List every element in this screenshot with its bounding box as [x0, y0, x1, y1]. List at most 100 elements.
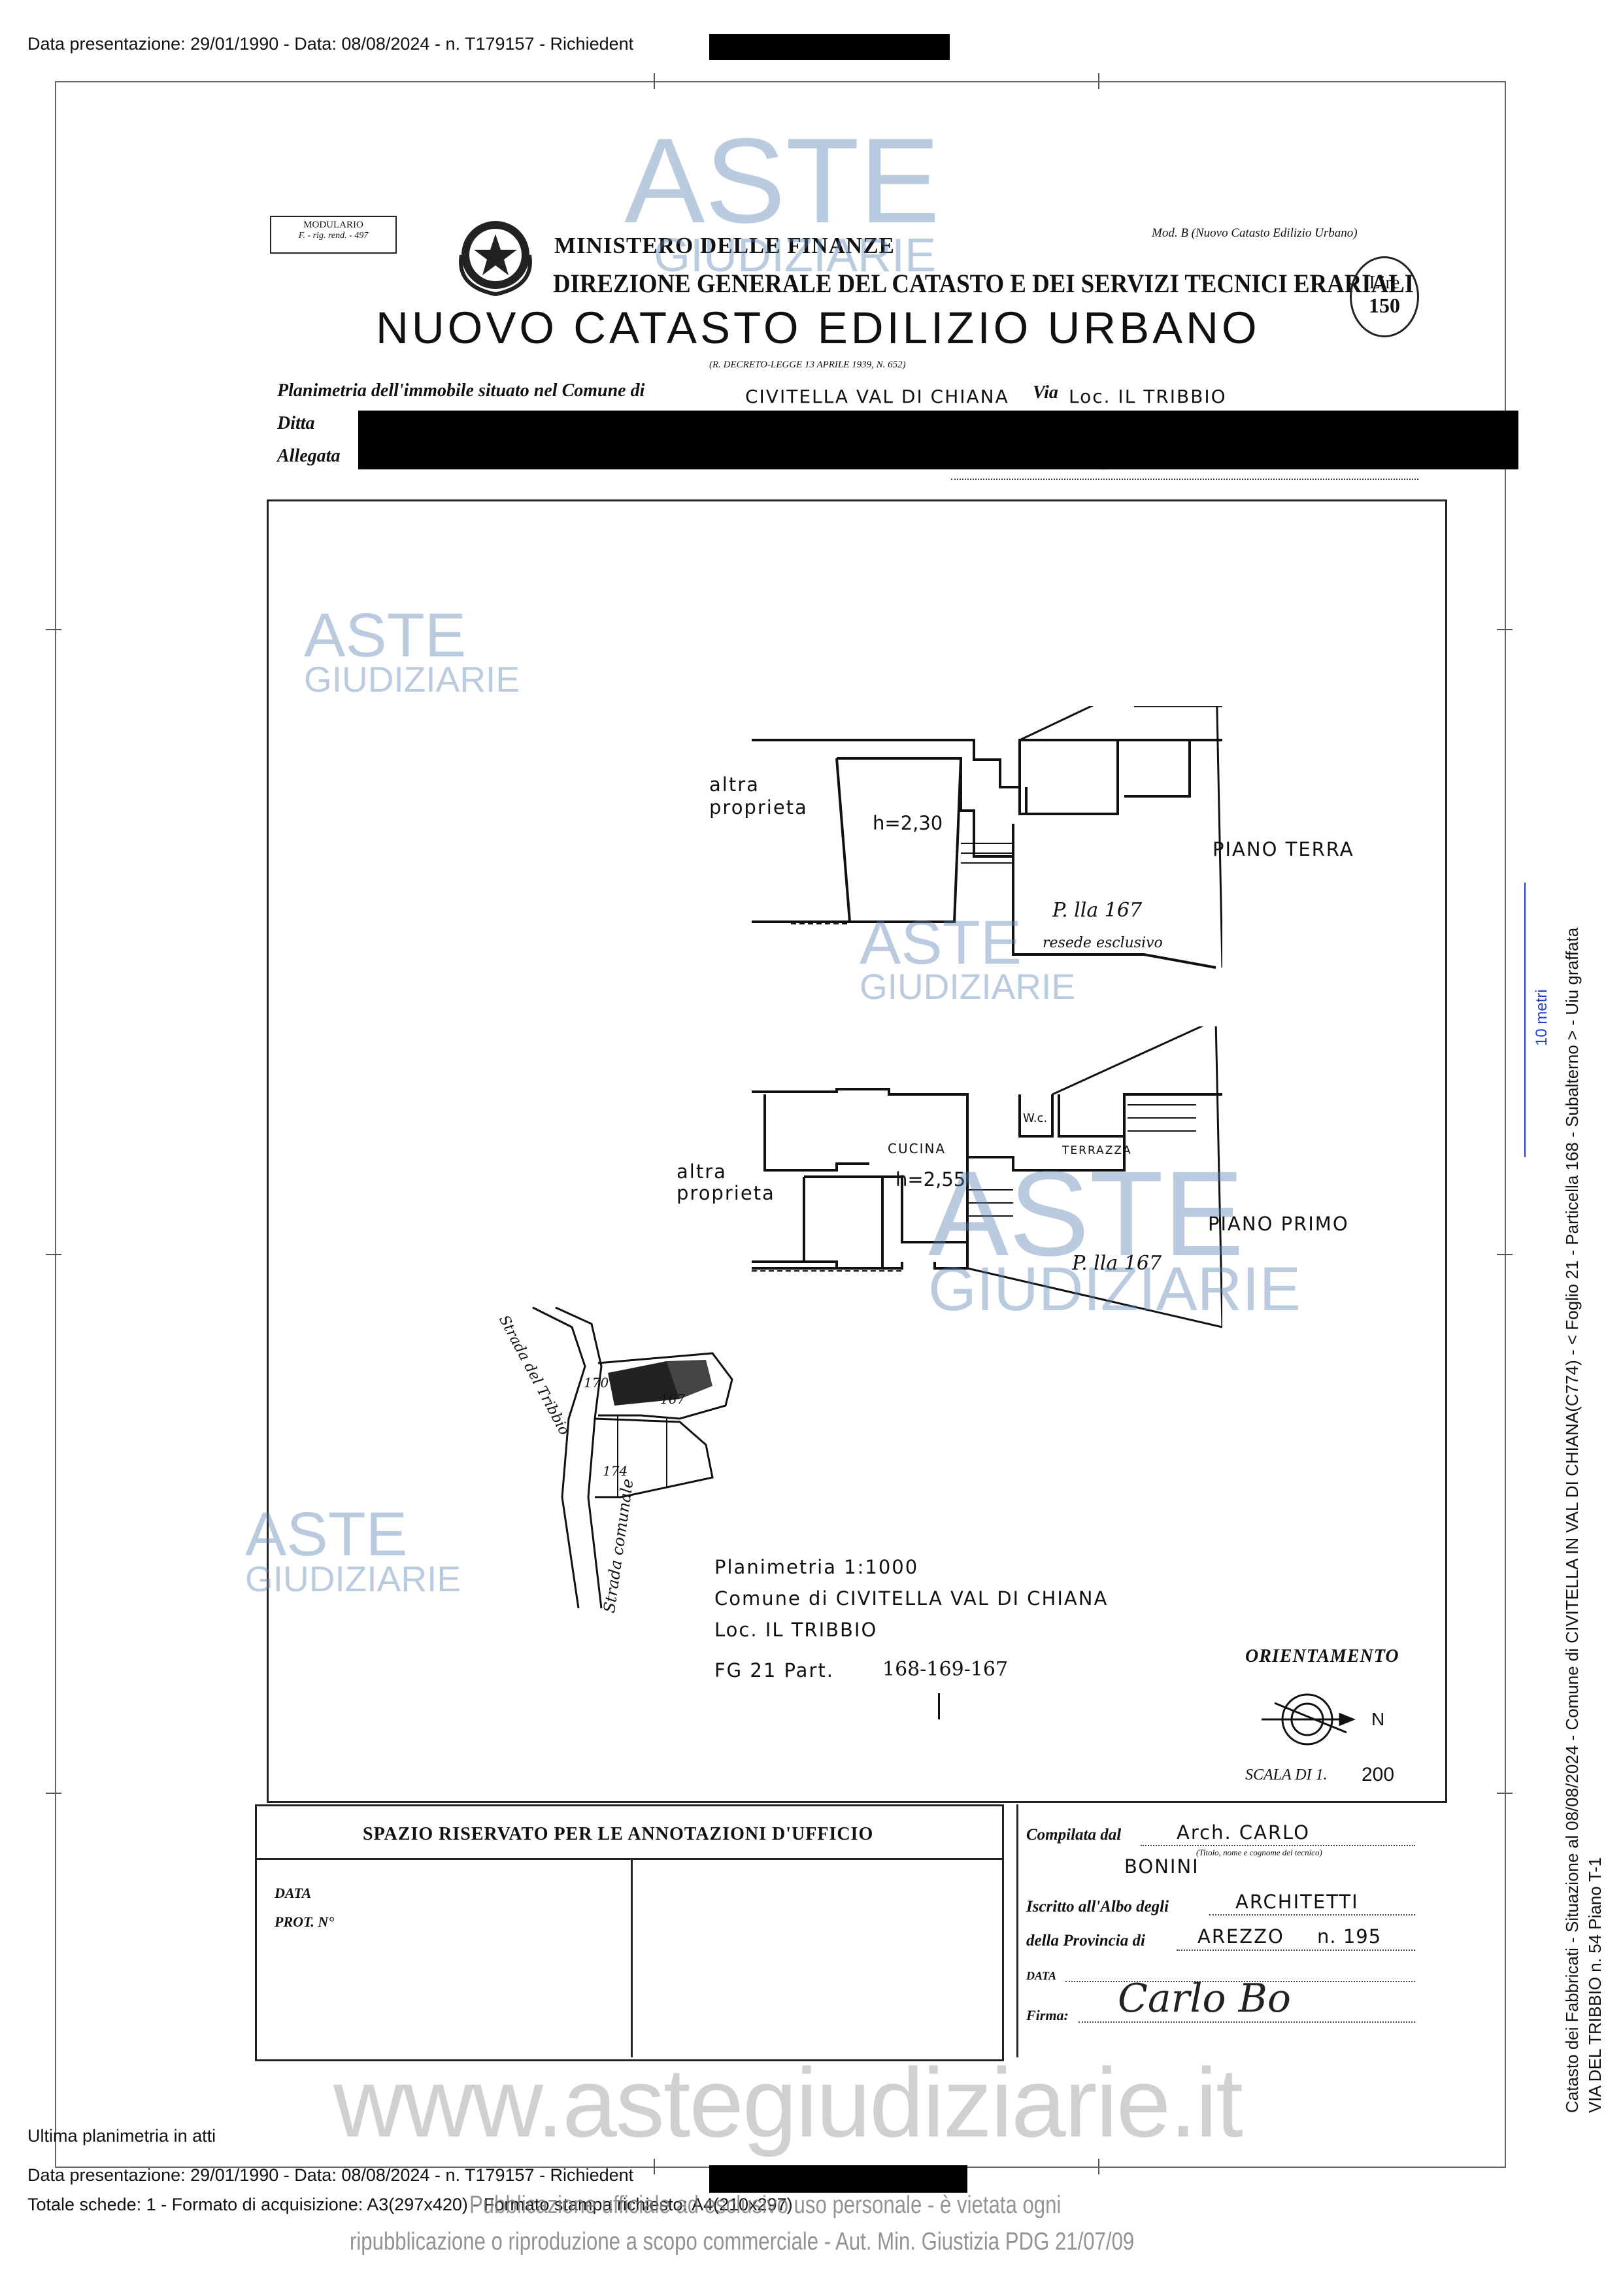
direction-title: DIREZIONE GENERALE DEL CATASTO E DEI SER… [553, 269, 1414, 298]
allegata-dots [951, 479, 1418, 480]
scale-bar [1524, 883, 1526, 1157]
sidebar-line1: Catasto dei Fabbricati - Situazione al 0… [1562, 927, 1582, 2113]
lire-value: 150 [1369, 294, 1400, 317]
lire-stamp: Lire 150 [1350, 256, 1419, 337]
sidebar-line2: VIA DEL TRIBBIO n. 54 Piano T-1 [1585, 1857, 1605, 2113]
ground-floor-plan [752, 706, 1222, 969]
site-174: 174 [603, 1463, 628, 1479]
compass-icon [1262, 1693, 1356, 1746]
disclaimer-line1: Pubblicazione ufficiale ad esclusivo uso… [469, 2191, 1062, 2219]
first-cucina: CUCINA [888, 1141, 946, 1156]
caption-parts: 168-169-167 [882, 1658, 1009, 1681]
ground-resede: resede esclusivo [1043, 935, 1163, 951]
orientamento-label: ORIENTAMENTO [1245, 1646, 1399, 1666]
wm-aste-3: ASTE [860, 908, 1022, 977]
frame-tick [46, 1793, 61, 1794]
redaction-ditta [358, 411, 1518, 469]
frame-tick [654, 2159, 655, 2174]
ground-height: h=2,30 [873, 812, 943, 834]
modulario-ref: F. - rig. rend. - 497 [298, 231, 369, 241]
iscritto-label: Iscritto all'Albo degli [1026, 1898, 1169, 1916]
decree-ref: (R. DECRETO-LEGGE 13 APRILE 1939, N. 652… [709, 360, 906, 370]
caption-line1: Planimetria 1:1000 [714, 1556, 919, 1578]
frame-tick [1497, 1793, 1513, 1794]
footer-line2: Totale schede: 1 - Formato di acquisizio… [27, 2195, 793, 2214]
header-line: Data presentazione: 29/01/1990 - Data: 0… [27, 34, 634, 54]
ground-altra: altra [709, 773, 760, 796]
ministry-title: MINISTERO DELLE FINANZE [554, 233, 895, 258]
via-value: Loc. IL TRIBBIO [1069, 386, 1227, 407]
modulario-box: MODULARIO F. - rig. rend. - 497 [270, 216, 397, 254]
redaction-footer [709, 2165, 967, 2193]
frame-tick [1497, 629, 1513, 630]
planimetria-label: Planimetria dell'immobile situato nel Co… [277, 380, 645, 401]
site-170: 170 [584, 1375, 609, 1391]
first-plla: P. lla 167 [1072, 1252, 1162, 1275]
office-divider-v [631, 1858, 633, 2057]
bonini: BONINI [1124, 1855, 1199, 1878]
iscritto-dots [1209, 1914, 1415, 1916]
comune-value: CIVITELLA VAL DI CHIANA [745, 386, 1009, 407]
frame-tick [46, 629, 61, 630]
allegata-label: Allegata [277, 446, 341, 466]
ground-proprieta: proprieta [709, 796, 808, 819]
footer-line1: Data presentazione: 29/01/1990 - Data: 0… [27, 2165, 634, 2185]
frame-tick [1098, 2159, 1099, 2174]
provincia-n: n. 195 [1317, 1925, 1382, 1948]
mod-ref: Mod. B (Nuovo Catasto Edilizio Urbano) [1152, 226, 1358, 240]
first-wc: W.c. [1023, 1111, 1048, 1125]
ground-floor-label: PIANO TERRA [1213, 838, 1354, 860]
plan-frame [267, 499, 1447, 1803]
wm-aste-4: ASTE [928, 1147, 1245, 1281]
provincia-label: della Provincia di [1026, 1932, 1145, 1950]
via-label: Via [1033, 382, 1058, 403]
provincia-dots [1177, 1950, 1415, 1951]
caption-line3: Loc. IL TRIBBIO [714, 1619, 878, 1641]
ditta-label: Ditta [277, 413, 315, 433]
first-altra: altra [677, 1160, 727, 1183]
wm-giud-5: GIUDIZIARIE [245, 1559, 461, 1599]
provincia-value: AREZZO [1197, 1925, 1284, 1948]
spazio-title: SPAZIO RISERVATO PER LE ANNOTAZIONI D'UF… [363, 1824, 874, 1844]
emblem-icon [459, 221, 532, 297]
wm-giud-4: GIUDIZIARIE [928, 1255, 1301, 1324]
wm-aste-1: ASTE [624, 114, 941, 248]
wm-giud-1: GIUDIZIARIE [654, 229, 937, 282]
first-proprieta: proprieta [677, 1182, 775, 1204]
data-dots [1065, 1981, 1415, 1982]
caption-line2: Comune di CIVITELLA VAL DI CHIANA [714, 1587, 1109, 1610]
compass-north: N [1371, 1709, 1385, 1729]
scale-label: 10 metri [1533, 989, 1550, 1046]
office-divider [257, 1858, 1002, 1860]
ground-plla: P. lla 167 [1052, 899, 1143, 922]
frame-tick [46, 1254, 61, 1255]
compilata-label: Compilata dal [1026, 1826, 1122, 1844]
site-167: 167 [660, 1391, 686, 1407]
caption-fg: FG 21 Part. [714, 1659, 834, 1681]
firma-label: Firma: [1026, 2007, 1069, 2023]
page-title: NUOVO CATASTO EDILIZIO URBANO [376, 303, 1260, 353]
frame-tick [654, 73, 655, 89]
first-height: h=2,55 [895, 1168, 966, 1190]
office-data: DATA [275, 1885, 312, 1901]
firma-dots [1079, 2021, 1415, 2023]
footer-ultima: Ultima planimetria in atti [27, 2126, 216, 2146]
lire-label: Lire [1369, 273, 1400, 293]
modulario-label: MODULARIO [303, 220, 363, 230]
frame-tick [1098, 73, 1099, 89]
compilata-value: Arch. CARLO [1177, 1821, 1311, 1844]
wm-aste-5: ASTE [245, 1500, 408, 1569]
signature: Carlo Bo [1118, 1976, 1291, 2021]
iscritto-value: ARCHITETTI [1235, 1891, 1359, 1913]
scala-label: SCALA DI 1. [1245, 1766, 1328, 1783]
caption-mark [938, 1693, 940, 1719]
compiler-divider [1016, 1804, 1018, 2057]
wm-aste-2: ASTE [304, 601, 467, 670]
wm-giud-2: GIUDIZIARIE [304, 659, 520, 700]
first-floor-label: PIANO PRIMO [1208, 1213, 1349, 1235]
scala-value: 200 [1362, 1764, 1395, 1785]
compilata-note: (Titolo, nome e cognome del tecnico) [1196, 1848, 1322, 1857]
office-box [255, 1804, 1004, 2061]
first-floor-plan [752, 1026, 1222, 1328]
compiler-data: DATA [1026, 1969, 1057, 1982]
